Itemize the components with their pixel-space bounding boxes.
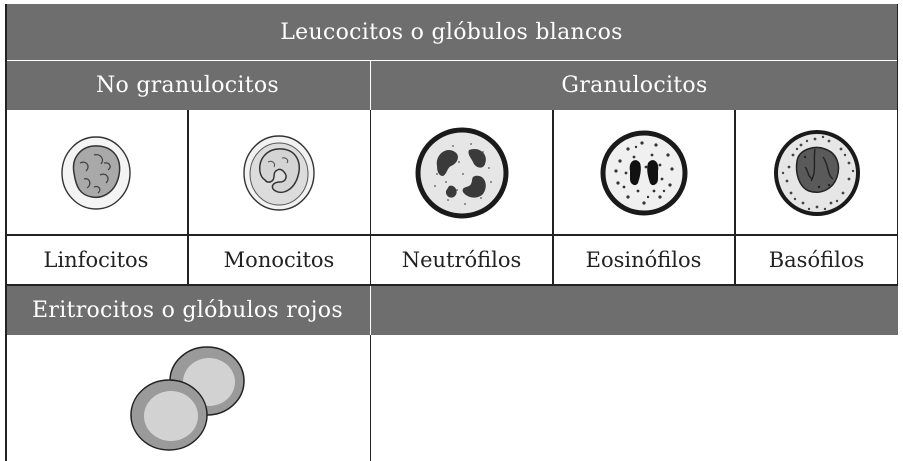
eosinophil-cell xyxy=(553,110,734,235)
monocyte-cell xyxy=(188,110,370,235)
basofilos-label: Basófilos xyxy=(768,247,865,272)
eosinophil-icon xyxy=(598,127,690,219)
no-granulocitos-title: No granulocitos xyxy=(95,73,280,98)
leucocitos-header: Leucocitos o glóbulos blancos xyxy=(5,4,898,60)
lymphocyte-cell xyxy=(5,110,187,235)
basophil-icon xyxy=(771,127,863,219)
neutrophil-cell xyxy=(371,110,552,235)
granulocitos-header: Granulocitos xyxy=(371,61,898,110)
neutrophil-icon xyxy=(413,124,511,222)
no-granulocitos-header: No granulocitos xyxy=(5,61,370,110)
erythrocytes-cell xyxy=(5,335,370,461)
granulocitos-title: Granulocitos xyxy=(561,73,708,98)
linfocitos-label: Linfocitos xyxy=(43,247,149,272)
eosinofilos-label: Eosinófilos xyxy=(585,247,702,272)
leucocitos-title: Leucocitos o glóbulos blancos xyxy=(280,19,623,45)
lymphocyte-icon xyxy=(56,133,136,213)
eritrocitos-title: Eritrocitos o glóbulos rojos xyxy=(32,297,343,323)
blood-cells-table: Leucocitos o glóbulos blancos No granulo… xyxy=(5,4,898,461)
monocyte-icon xyxy=(238,132,320,214)
empty-header xyxy=(371,285,898,335)
eritrocitos-header: Eritrocitos o glóbulos rojos xyxy=(5,285,370,335)
neutrofilos-label: Neutrófilos xyxy=(401,247,522,272)
basophil-cell xyxy=(735,110,898,235)
monocitos-label: Monocitos xyxy=(223,247,335,272)
erythrocytes-icon xyxy=(123,339,253,457)
